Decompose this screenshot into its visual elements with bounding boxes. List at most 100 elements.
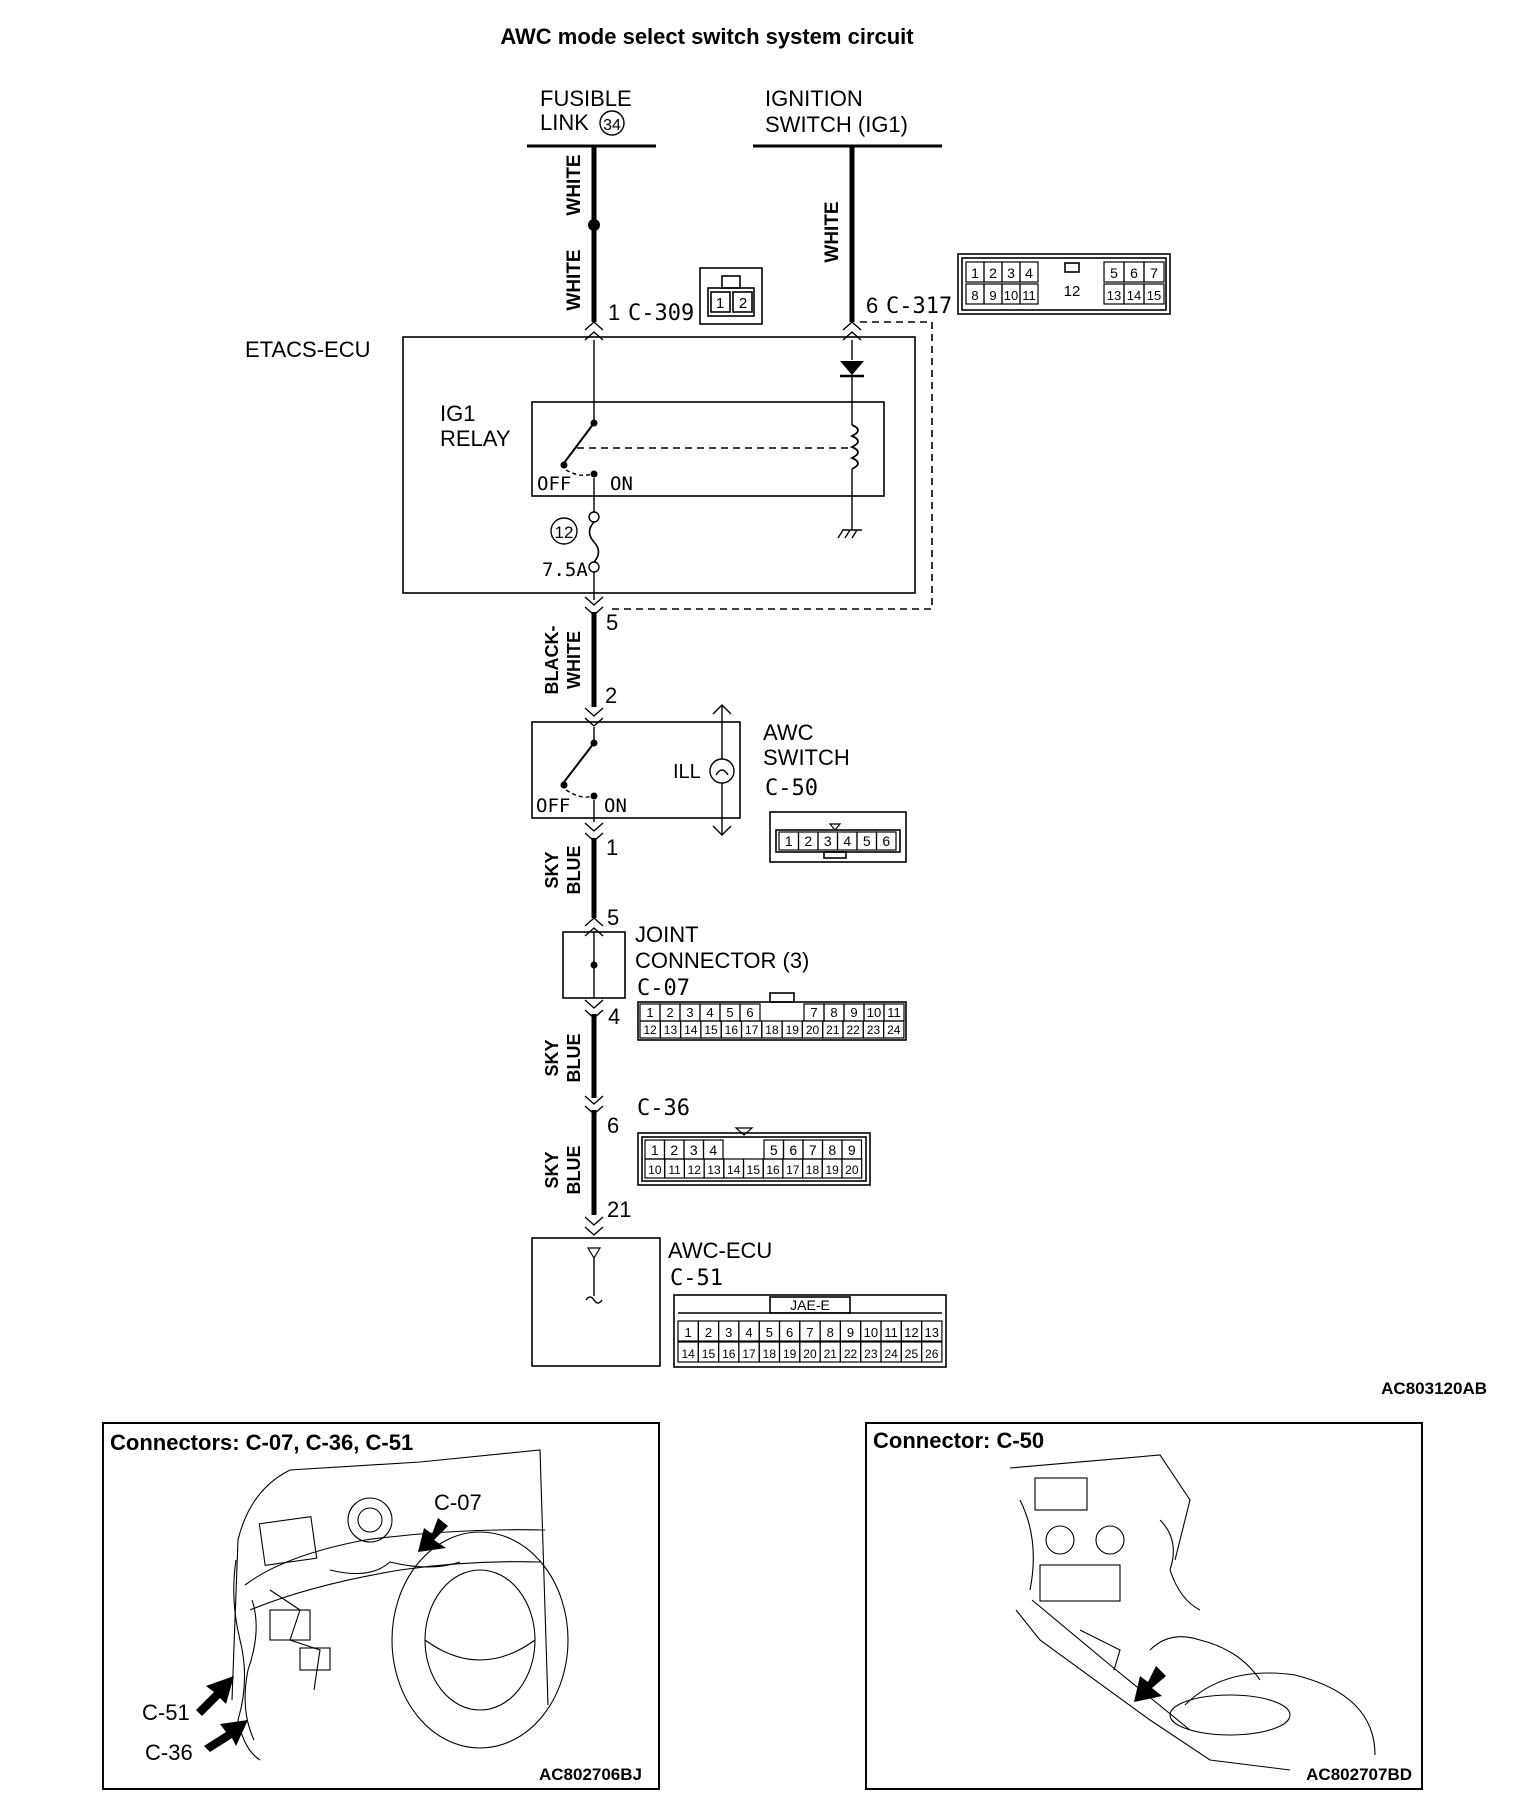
ig1-relay-label-2: RELAY xyxy=(440,426,511,451)
wire-color-blue-1: BLUE xyxy=(564,846,584,895)
wire-color-blue-2: BLUE xyxy=(564,1034,584,1083)
connector-pin-number: 12 xyxy=(904,1325,918,1340)
figure-code: AC803120AB xyxy=(1381,1379,1487,1398)
pin-1: 1 xyxy=(606,835,618,860)
awc-ecu-label: AWC-ECU xyxy=(668,1238,772,1263)
connector-pin-number: 6 xyxy=(786,1325,793,1340)
connector-pin-number: 7 xyxy=(810,1005,817,1020)
wire-color-black: BLACK- xyxy=(542,626,562,695)
connector-pin-number: 11 xyxy=(884,1325,898,1340)
connector-pin-number: 7 xyxy=(1150,265,1158,281)
steering-wheel-sketch xyxy=(391,1531,569,1749)
connector-pin-number: 3 xyxy=(824,833,832,849)
connector-pin-number: 1 xyxy=(785,833,793,849)
connector-pin-number: 5 xyxy=(1110,265,1118,281)
panel-right-title: Connector: C-50 xyxy=(873,1428,1044,1453)
connector-pin-cell xyxy=(882,1020,905,1039)
connector-pin-number: 19 xyxy=(786,1023,800,1037)
connector-pin-number: 6 xyxy=(1130,265,1138,281)
svg-text:2: 2 xyxy=(739,295,747,312)
pin-6-c317: 6 xyxy=(866,293,878,318)
fuse-terminal xyxy=(588,561,600,573)
connector-pin-number: 8 xyxy=(828,1142,836,1158)
connector-pin-number: 14 xyxy=(684,1023,698,1037)
connector-pin-number: 24 xyxy=(887,1023,901,1037)
connector-pin-cell xyxy=(841,1158,863,1179)
connector-pin-number: 12 xyxy=(688,1163,702,1177)
connector-pin-number: 18 xyxy=(765,1023,779,1037)
relay-switch-blade xyxy=(563,422,595,464)
fusible-link-number: 34 xyxy=(603,117,621,134)
connector-pin-number: 2 xyxy=(705,1325,712,1340)
connector-c317-label: C-317 xyxy=(886,294,952,319)
connector-chevron xyxy=(584,321,604,331)
connector-pin-number: 1 xyxy=(651,1142,659,1158)
connector-pin-number: 10 xyxy=(867,1005,881,1020)
awc-on-label: ON xyxy=(604,795,627,817)
awc-switch-blade xyxy=(563,742,595,783)
connector-pin-number: 20 xyxy=(845,1163,859,1177)
connector-pin-number: 4 xyxy=(745,1325,752,1340)
awc-ecu-connector: C-51 xyxy=(670,1266,723,1291)
connector-pin-number: 3 xyxy=(686,1005,693,1020)
connector-pin-number: 16 xyxy=(766,1163,780,1177)
connector-pin-number: 13 xyxy=(664,1023,678,1037)
connector-pin-number: 8 xyxy=(827,1325,834,1340)
etacs-ecu-dashed-outline xyxy=(608,321,933,610)
connector-pin-number: 9 xyxy=(847,1325,854,1340)
connector-pin-number: 20 xyxy=(806,1023,820,1037)
etacs-ecu-label: ETACS-ECU xyxy=(245,337,371,362)
callout-c51: C-51 xyxy=(142,1700,190,1725)
connector-pin-number: 18 xyxy=(763,1347,777,1361)
connector-chevron xyxy=(842,321,862,331)
connector-pin-number: 17 xyxy=(742,1347,756,1361)
callout-c07: C-07 xyxy=(434,1490,482,1515)
ill-label: ILL xyxy=(673,761,701,783)
awc-switch-connector: C-50 xyxy=(765,776,818,801)
connector-pin-number: 11 xyxy=(668,1163,681,1177)
connector-pin-number: 3 xyxy=(690,1142,698,1158)
connector-pin-number: 6 xyxy=(789,1142,797,1158)
callout-c36: C-36 xyxy=(145,1740,193,1765)
connector-pin-number: 15 xyxy=(747,1163,761,1177)
connector-pin-number: 4 xyxy=(706,1005,713,1020)
connector-c309-label: C-309 xyxy=(628,301,694,326)
connector-pin-number: 2 xyxy=(666,1005,673,1020)
wire-color-white-3: WHITE xyxy=(822,201,843,262)
pin-1-c309: 1 xyxy=(608,300,620,325)
arrow-c36 xyxy=(204,1720,248,1752)
joint-connector-c07: C-07 xyxy=(637,976,690,1001)
connector-pin-number: 15 xyxy=(1147,288,1161,303)
awc-switch-label: AWC xyxy=(763,720,814,745)
connector-pin-number: 2 xyxy=(989,265,997,281)
relay-off-label: OFF xyxy=(537,473,571,495)
relay-on-path xyxy=(565,469,593,477)
connector-pin-number: 13 xyxy=(707,1163,721,1177)
fuse-number-circle xyxy=(550,517,578,545)
connector-pin-number: 1 xyxy=(685,1325,692,1340)
connector-pin-number: 4 xyxy=(843,833,851,849)
svg-text:1: 1 xyxy=(716,295,724,312)
fuse-rating: 7.5A xyxy=(542,559,588,581)
connector-pin-number: 5 xyxy=(766,1325,773,1340)
connector-pin-number: 25 xyxy=(905,1347,919,1361)
connector-pin-number: 4 xyxy=(709,1142,717,1158)
pin-2: 2 xyxy=(605,683,617,708)
connector-pin-number: 10 xyxy=(1004,288,1018,303)
connector-pin-number: 12 xyxy=(1064,283,1081,300)
connector-pin-number: 9 xyxy=(989,288,996,303)
wire-color-sky-2: SKY xyxy=(542,1039,562,1076)
connector-pin-number: 6 xyxy=(746,1005,753,1020)
connector-pin-number: 14 xyxy=(1127,288,1141,303)
etacs-ecu-box xyxy=(402,336,916,594)
connector-pin-number: 13 xyxy=(1107,288,1121,303)
fusible-link-number-circle xyxy=(599,110,625,136)
awc-switch-label-2: SWITCH xyxy=(763,745,850,770)
connector-location-panel-left: Connectors: C-07, C-36, C-51 C-07 C-51 C… xyxy=(102,1422,660,1790)
console-sketch xyxy=(1009,1454,1191,1561)
illumination-lamp-icon xyxy=(709,758,735,784)
